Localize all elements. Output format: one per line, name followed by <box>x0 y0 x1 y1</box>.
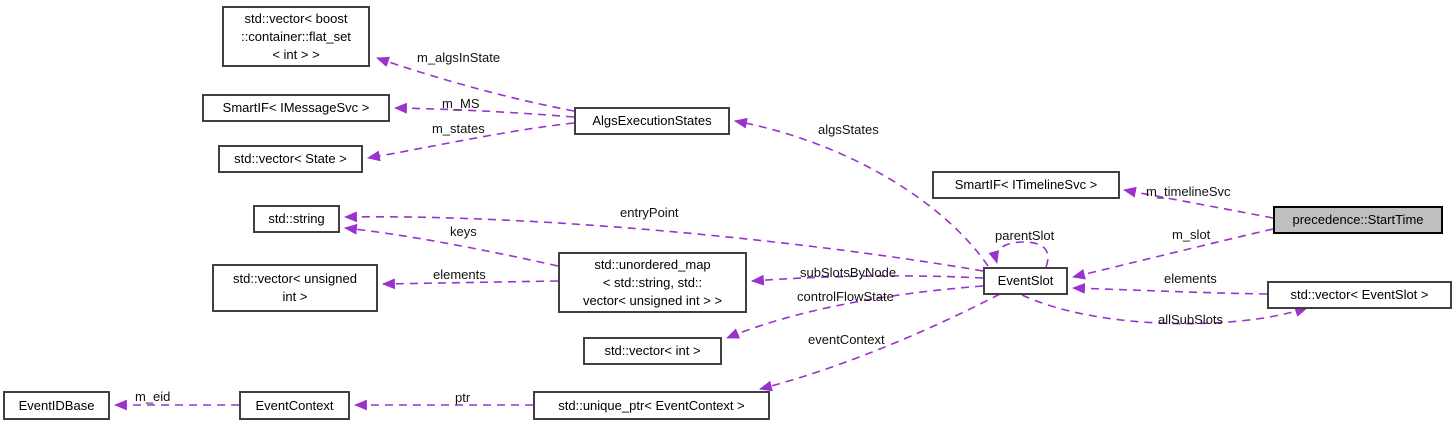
edge-m-slot <box>1071 228 1274 280</box>
edge-m-timelinesvc <box>1122 186 1274 219</box>
edge-label-parentslot: parentSlot <box>995 228 1055 243</box>
edge-label-ptr: ptr <box>455 390 471 405</box>
edge-label-m-algsinstate: m_algsInState <box>417 50 501 65</box>
node-algs-execution-states[interactable]: AlgsExecutionStates <box>574 107 730 135</box>
edge-label-eventcontext: eventContext <box>808 332 885 347</box>
edge-label-m-eid: m_eid <box>135 389 171 404</box>
node-std-string[interactable]: std::string <box>253 205 340 233</box>
edge-eventcontext <box>758 293 1001 392</box>
edge-label-allsubslots: allSubSlots <box>1158 312 1224 327</box>
node-smartif-imessagesvc[interactable]: SmartIF< IMessageSvc > <box>202 94 390 122</box>
node-std-vector-int[interactable]: std::vector< int > <box>583 337 722 365</box>
node-std-vector-unsigned-int[interactable]: std::vector< unsigned int > <box>212 264 378 312</box>
edge-entrypoint <box>343 211 984 272</box>
node-event-context[interactable]: EventContext <box>239 391 350 420</box>
edge-label-controlflowstate: controlFlowState <box>797 289 894 304</box>
edge-m-states <box>366 122 575 162</box>
node-event-slot[interactable]: EventSlot <box>983 267 1068 295</box>
node-smartif-itimelinesvc[interactable]: SmartIF< ITimelineSvc > <box>932 171 1120 199</box>
edge-label-keys: keys <box>450 224 477 239</box>
edge-algsstates <box>733 117 989 267</box>
node-std-vector-state[interactable]: std::vector< State > <box>218 145 363 173</box>
node-std-vector-flat-set-int[interactable]: std::vector< boost ::container::flat_set… <box>222 6 370 67</box>
node-std-unique-ptr-event-context[interactable]: std::unique_ptr< EventContext > <box>533 391 770 420</box>
edge-elements-right <box>1071 282 1268 295</box>
edge-allsubslots <box>1021 294 1309 325</box>
edge-subslotsbynode <box>750 274 984 286</box>
edge-label-subslotsbynode: subSlotsByNode <box>800 265 897 280</box>
edge-label-m-timelinesvc: m_timelineSvc <box>1146 184 1231 199</box>
edge-label-entrypoint: entryPoint <box>620 205 679 220</box>
node-std-vector-event-slot[interactable]: std::vector< EventSlot > <box>1267 281 1452 309</box>
edge-label-m-slot: m_slot <box>1172 227 1211 242</box>
edge-label-elements-left: elements <box>433 267 486 282</box>
edge-m-algsinstate <box>375 56 575 112</box>
node-event-id-base[interactable]: EventIDBase <box>3 391 110 420</box>
node-std-unordered-map[interactable]: std::unordered_map < std::string, std:: … <box>558 252 747 313</box>
edge-label-elements-right: elements <box>1164 271 1217 286</box>
edge-elements-left <box>381 278 559 290</box>
node-precedence-start-time: precedence::StartTime <box>1273 206 1443 234</box>
edge-label-m-states: m_states <box>432 121 485 136</box>
edge-label-algsstates: algsStates <box>818 122 879 137</box>
edge-parentslot <box>988 241 1049 268</box>
edge-controlflowstate <box>725 285 984 339</box>
edge-keys <box>343 223 559 267</box>
edge-m-ms <box>393 102 575 118</box>
edge-label-m-ms: m_MS <box>442 96 480 111</box>
